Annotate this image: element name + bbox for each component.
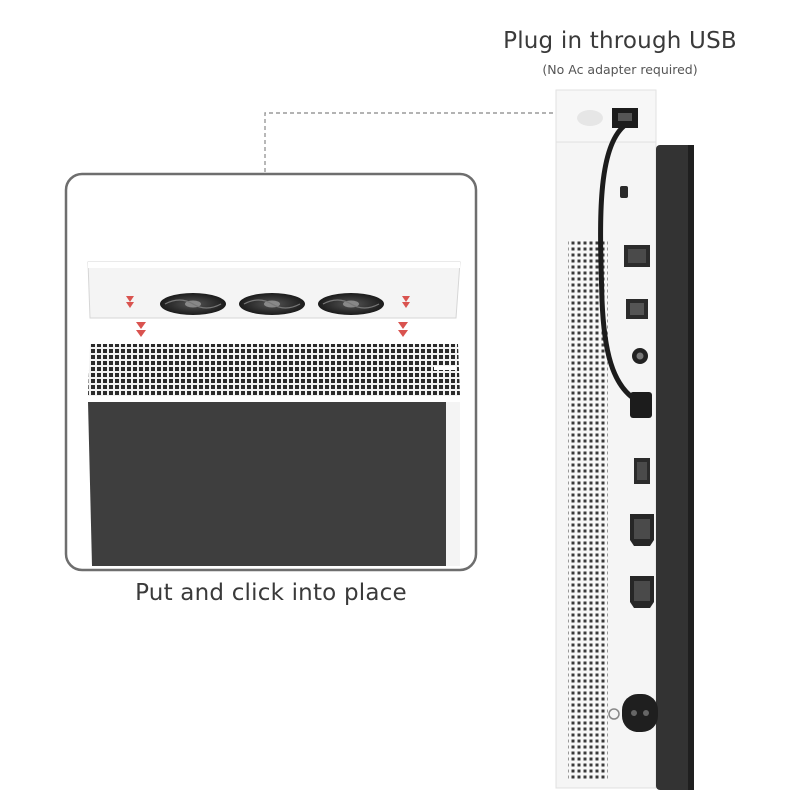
hdmi-port-icon <box>630 514 654 546</box>
console-top-view <box>86 344 460 566</box>
down-arrow-icon <box>398 322 408 337</box>
power-port-icon <box>622 694 658 732</box>
down-arrow-icon <box>136 322 146 337</box>
fan-icon <box>239 293 305 315</box>
ethernet-port-icon <box>624 245 650 267</box>
fan-icon <box>318 293 384 315</box>
cooling-fan-unit <box>87 261 461 319</box>
dashed-connector <box>264 112 560 172</box>
usb-cable <box>598 123 652 418</box>
usb-callout-subtitle: (No Ac adapter required) <box>542 62 698 77</box>
install-caption: Put and click into place <box>135 580 407 606</box>
usb-callout-title: Plug in through USB <box>503 28 737 54</box>
fan-icon <box>160 293 226 315</box>
hdmi-port-icon <box>630 576 654 608</box>
console-rear-view <box>555 89 694 790</box>
usb-plug-icon <box>634 458 650 484</box>
usb-plug-icon <box>612 108 638 128</box>
down-arrow-icon <box>126 296 134 308</box>
down-arrow-icon <box>402 296 410 308</box>
